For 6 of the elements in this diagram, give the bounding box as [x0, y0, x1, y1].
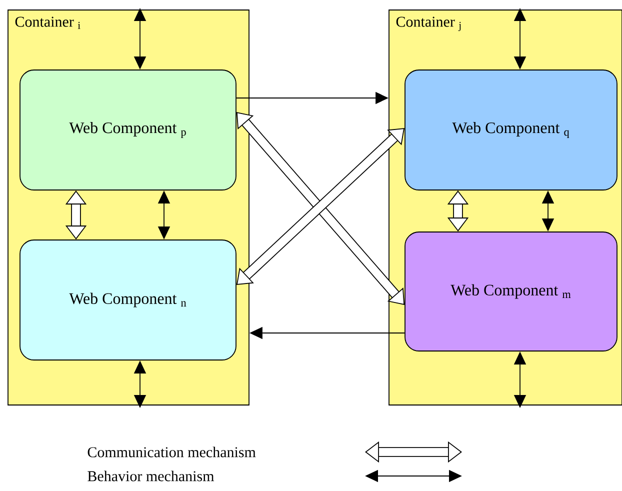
- component-box: Web Component $_{q}$: [404, 70, 618, 190]
- legend-text: Behavior mechanism: [88, 470, 214, 482]
- component-box: Web Component $_{n}$: [20, 240, 236, 360]
- component-box: Web Component $_{p}$: [20, 70, 236, 190]
- legend-text: Communication mechanism: [88, 446, 256, 458]
- component-box: Web Component $_{m}$: [404, 232, 618, 352]
